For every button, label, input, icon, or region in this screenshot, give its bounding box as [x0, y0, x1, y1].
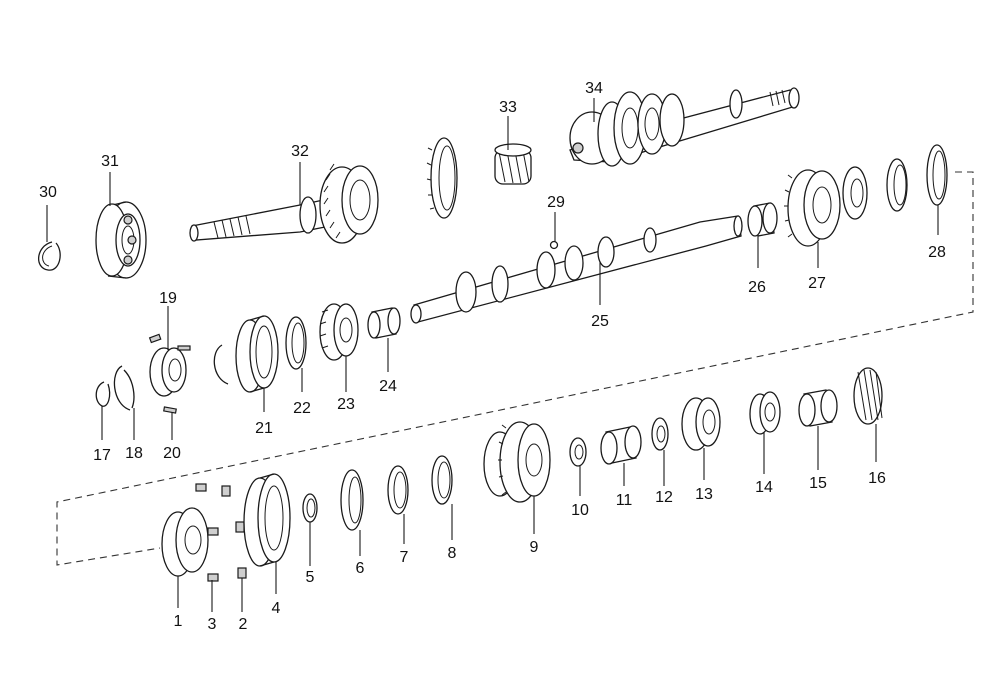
gear-16	[853, 367, 883, 425]
gear-14	[749, 391, 781, 435]
snap-ring-middle	[213, 344, 229, 385]
label-5: 5	[306, 569, 315, 586]
label-8: 8	[448, 545, 457, 562]
label-21: 21	[255, 420, 273, 437]
label-19: 19	[159, 290, 177, 307]
synchro-ring-28	[926, 144, 948, 206]
label-34: 34	[585, 80, 603, 97]
bearing-13	[681, 397, 721, 451]
gear-23	[319, 303, 359, 361]
washer-10	[569, 437, 587, 467]
label-33: 33	[499, 99, 517, 116]
label-10: 10	[571, 502, 589, 519]
label-29: 29	[547, 194, 565, 211]
label-9: 9	[530, 539, 539, 556]
label-13: 13	[695, 486, 713, 503]
label-32: 32	[291, 143, 309, 160]
label-1: 1	[174, 613, 183, 630]
label-26: 26	[748, 279, 766, 296]
ring-5	[302, 493, 318, 523]
synchro-sleeve-21	[235, 315, 279, 393]
synchro-ring-8	[431, 455, 453, 505]
ball-29	[549, 240, 559, 250]
gear-27	[784, 169, 841, 247]
washer-12	[651, 417, 669, 451]
main-shaft-assembly-34	[569, 87, 800, 167]
snap-ring-30	[38, 241, 61, 271]
label-15: 15	[809, 475, 827, 492]
spacer-15	[798, 389, 838, 427]
label-25: 25	[591, 313, 609, 330]
input-shaft-32	[189, 163, 379, 244]
label-7: 7	[400, 549, 409, 566]
pin-20	[163, 406, 177, 414]
bushing-24	[367, 307, 401, 339]
counter-shaft-25	[410, 215, 743, 324]
wire-ring-18	[113, 365, 135, 411]
reverse-idler-gear-33	[494, 143, 532, 185]
label-23: 23	[337, 396, 355, 413]
needle-bearing-11	[600, 425, 642, 465]
label-30: 30	[39, 184, 57, 201]
label-24: 24	[379, 378, 397, 395]
label-4: 4	[272, 600, 281, 617]
label-17: 17	[93, 447, 111, 464]
label-6: 6	[356, 560, 365, 577]
springs-3	[195, 483, 219, 582]
label-3: 3	[208, 616, 217, 633]
synchro-hub-19	[148, 333, 191, 397]
label-27: 27	[808, 275, 826, 292]
snap-ring-17	[95, 381, 111, 407]
label-28: 28	[928, 244, 946, 261]
label-2: 2	[239, 616, 248, 633]
synchro-ring-7	[387, 465, 409, 515]
synchro-sleeve-4	[243, 473, 291, 567]
label-11: 11	[616, 492, 633, 509]
needle-bearing-26	[747, 202, 778, 237]
shifting-keys-2	[221, 485, 247, 579]
synchro-ring-22	[285, 316, 307, 370]
label-18: 18	[125, 445, 143, 462]
label-14: 14	[755, 479, 773, 496]
synchro-hub-1	[161, 507, 209, 577]
synchro-ring-upper	[426, 137, 458, 219]
snap-ring-upper-right	[886, 158, 908, 212]
label-12: 12	[655, 489, 673, 506]
assembly-guide-line	[56, 171, 974, 566]
label-22: 22	[293, 400, 311, 417]
synchro-hub-upper-right	[842, 166, 868, 220]
synchro-ring-6	[340, 469, 364, 531]
part-number-labels: 30 31 32 33 34 29 25 26 27 28 19 17 18 2…	[39, 80, 946, 633]
label-20: 20	[163, 445, 181, 462]
label-16: 16	[868, 470, 886, 487]
bearing-31	[95, 201, 147, 279]
label-31: 31	[101, 153, 119, 170]
gear-9	[483, 421, 551, 503]
leader-lines	[46, 98, 939, 612]
